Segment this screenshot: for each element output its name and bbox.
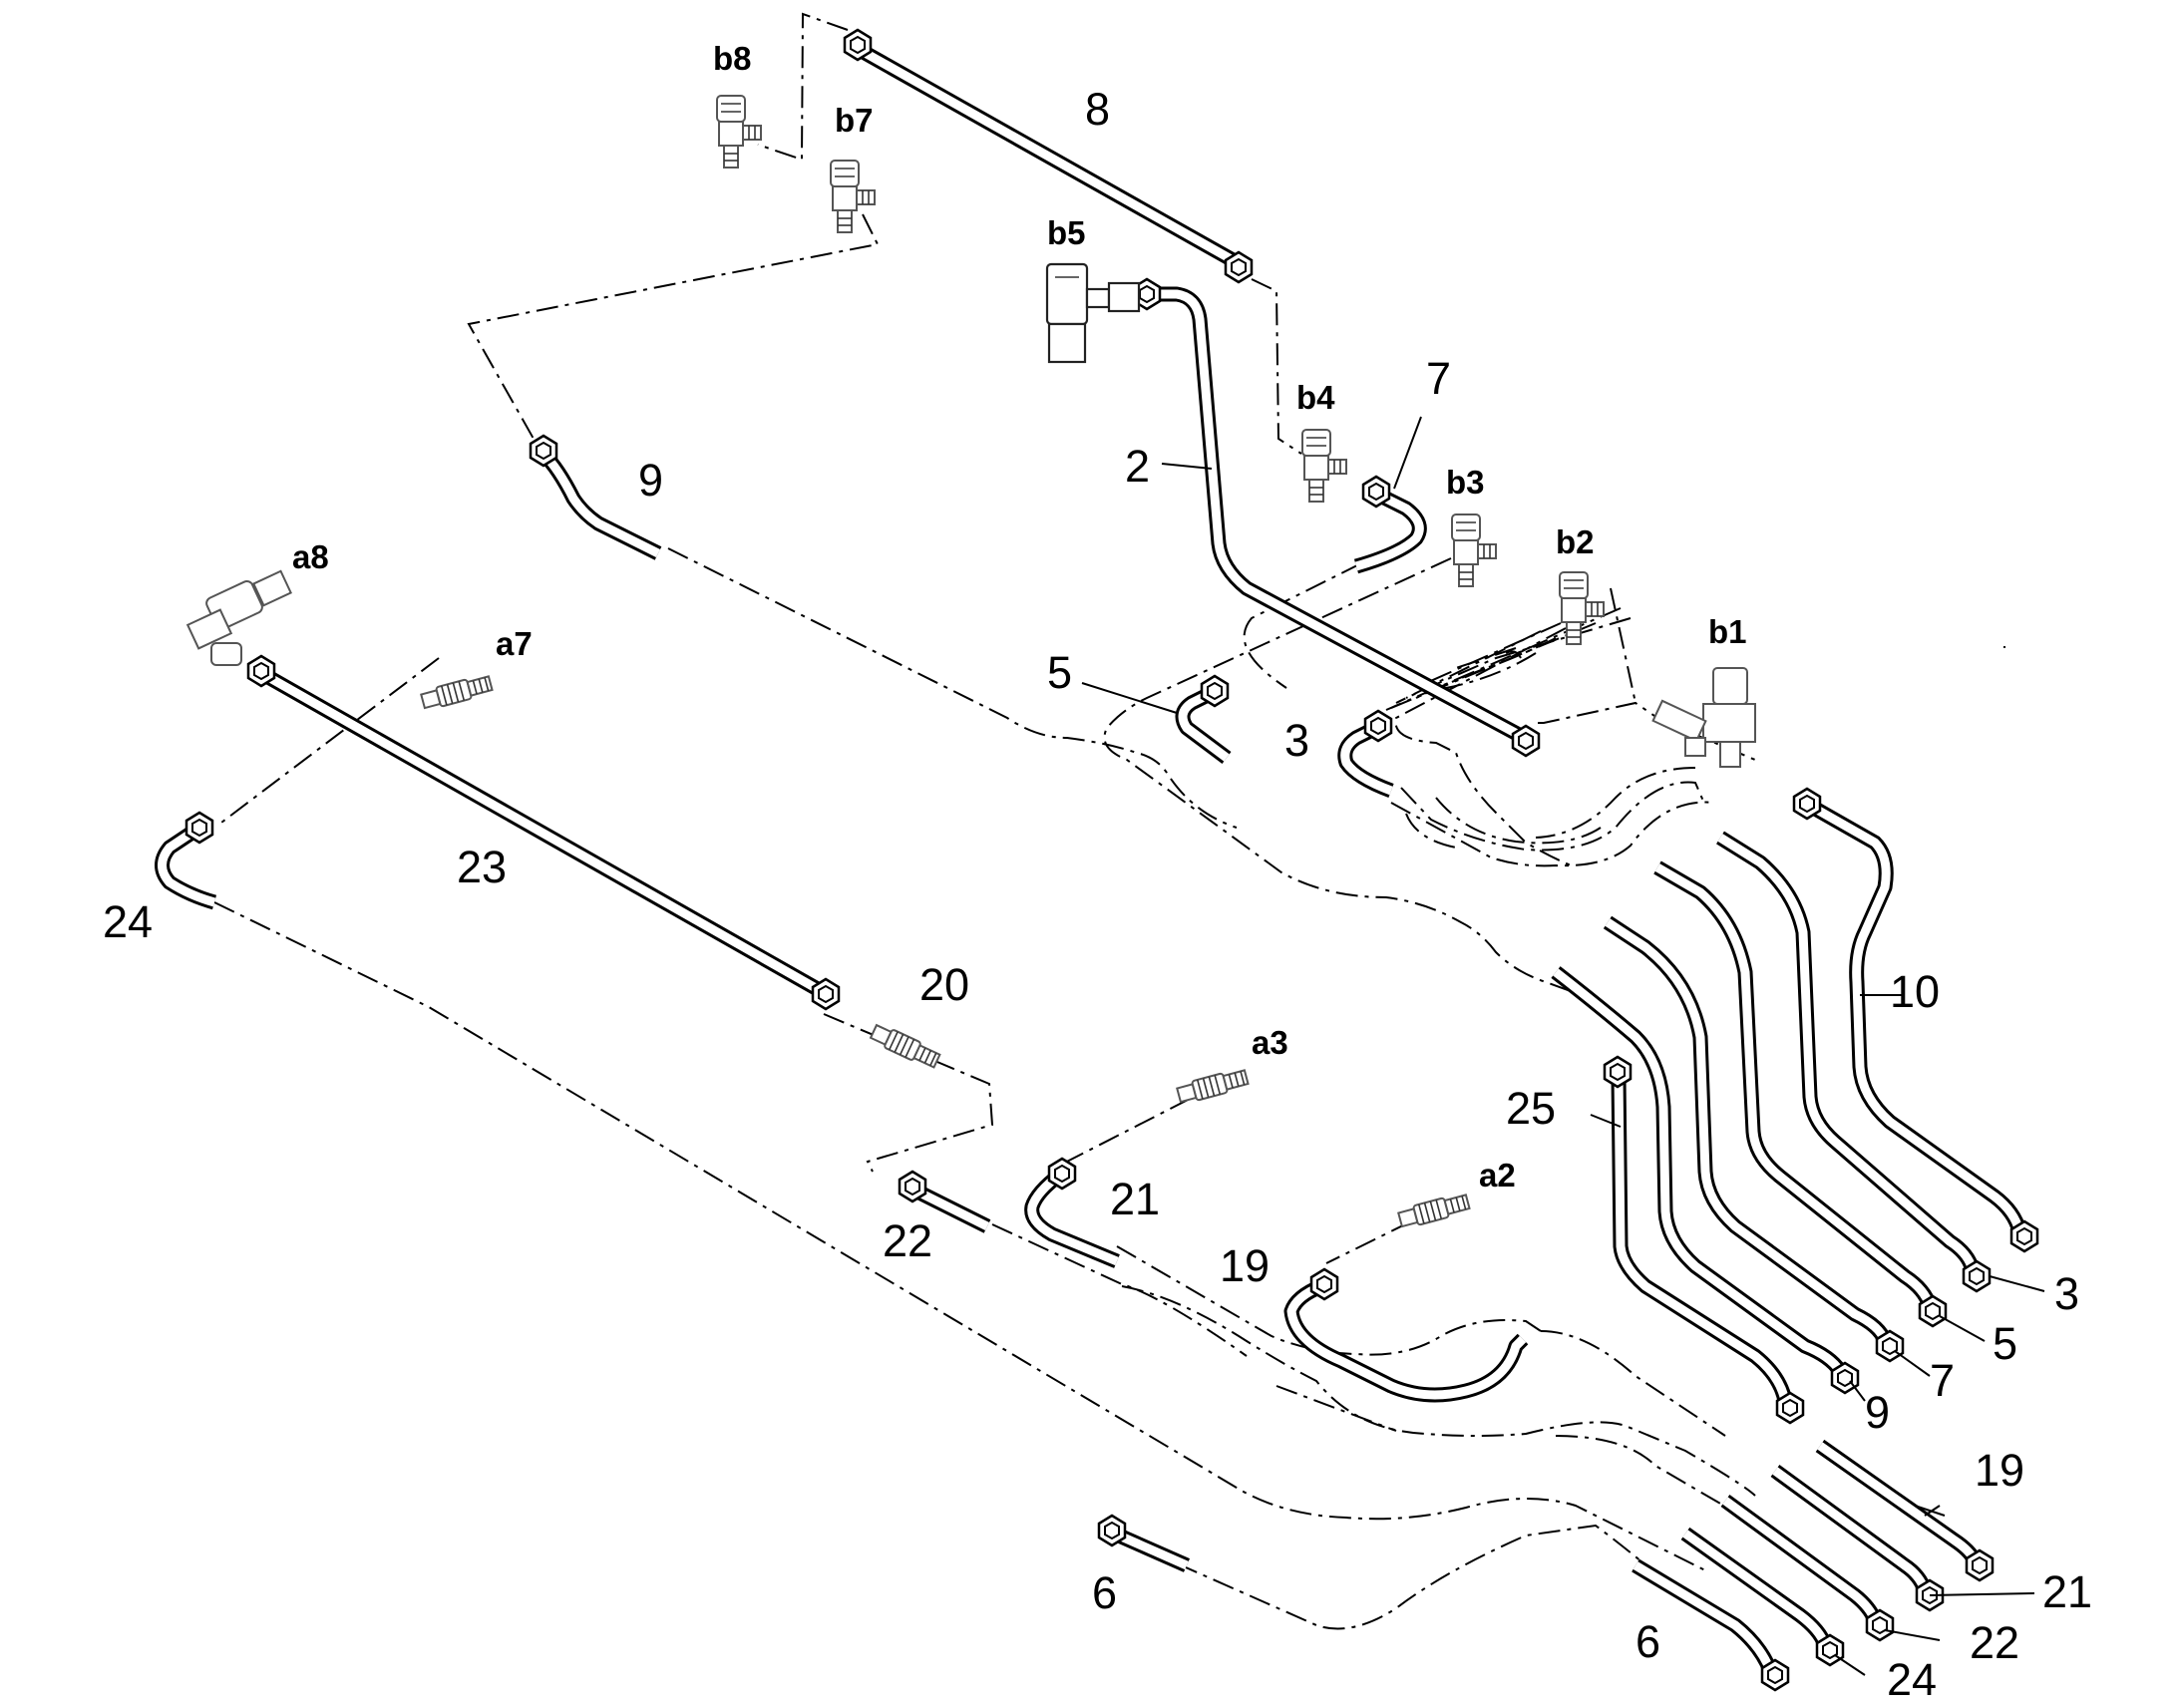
label-fitting-a3: a3 xyxy=(1252,1024,1288,1061)
label-part-24-right: 24 xyxy=(1887,1654,1937,1705)
nut-icon xyxy=(1875,1329,1905,1363)
pipe-3-right xyxy=(1716,831,1981,1273)
nut-icon xyxy=(811,977,841,1011)
label-fitting-b3: b3 xyxy=(1446,464,1485,501)
pipe-10 xyxy=(1806,799,2027,1234)
nut-icon xyxy=(1047,1157,1077,1191)
nut-icon xyxy=(1865,1608,1895,1642)
pipe-19-left xyxy=(1283,1279,1529,1403)
nut-icon xyxy=(843,28,873,62)
label-part-21-right: 21 xyxy=(2042,1566,2092,1617)
pipe-6-left xyxy=(1115,1529,1191,1572)
nut-icon xyxy=(1603,1055,1633,1089)
nut-icon xyxy=(898,1170,927,1203)
label-fitting-b4: b4 xyxy=(1296,379,1335,416)
pipe-8 xyxy=(856,43,1239,268)
pipe-5-right xyxy=(1653,860,1938,1309)
pipe-24-left xyxy=(155,821,217,910)
fitting-a8-icon xyxy=(185,569,292,666)
pipe-3-top xyxy=(1337,721,1394,799)
nut-icon xyxy=(184,811,214,845)
nut-icon xyxy=(1918,1294,1948,1328)
label-fitting-b7: b7 xyxy=(835,102,874,139)
fitting-reference-labels: b8 b7 b5 b4 b3 b2 b1 a8 a7 a3 a2 xyxy=(292,40,1747,1194)
nut-icon xyxy=(1363,709,1393,743)
label-part-22-right: 22 xyxy=(1970,1617,2019,1668)
nut-icon xyxy=(1361,475,1391,509)
label-fitting-a2: a2 xyxy=(1479,1157,1516,1194)
nut-icon xyxy=(1511,724,1541,758)
assembly-lines xyxy=(213,12,2005,1630)
nut-icon xyxy=(1200,674,1230,708)
label-part-8: 8 xyxy=(1085,84,1110,135)
label-fitting-b5: b5 xyxy=(1047,214,1086,251)
pipe-21-right xyxy=(1770,1464,1933,1593)
fitting-b7-icon xyxy=(830,160,876,233)
leader-lines xyxy=(1081,416,2045,1676)
label-part-6-right: 6 xyxy=(1635,1616,1660,1667)
label-part-22-left: 22 xyxy=(883,1215,932,1266)
nut-icon xyxy=(1309,1267,1339,1301)
nut-icon xyxy=(1965,1548,1995,1582)
fitting-b2-icon xyxy=(1559,571,1605,645)
label-part-19-left: 19 xyxy=(1220,1240,1270,1291)
fitting-b4-icon xyxy=(1301,429,1347,503)
pipe-2 xyxy=(1147,286,1525,743)
part-number-labels: 8 2 7 9 5 3 10 23 24 20 25 21 22 19 3 5 … xyxy=(103,84,2092,1705)
fitting-b1-icon xyxy=(1651,667,1756,768)
label-part-20: 20 xyxy=(919,959,969,1010)
nut-icon xyxy=(1775,1391,1805,1425)
nut-icon xyxy=(1097,1514,1127,1547)
label-part-5-top: 5 xyxy=(1047,647,1072,698)
label-fitting-b8: b8 xyxy=(713,40,752,77)
pipe-21-left xyxy=(1024,1168,1120,1268)
pipe-7-top xyxy=(1353,487,1427,574)
label-part-6-left: 6 xyxy=(1092,1567,1117,1618)
pipe-7-right xyxy=(1603,915,1893,1344)
nut-icon xyxy=(246,654,276,688)
pipe-22-left xyxy=(913,1185,991,1233)
pipe-25 xyxy=(1611,1076,1793,1403)
nut-icon xyxy=(1760,1658,1790,1692)
fitting-20-icon xyxy=(868,1021,942,1072)
nut-icon xyxy=(529,434,558,468)
pipe-19-right xyxy=(1815,1439,1982,1564)
nut-icon xyxy=(1815,1633,1845,1667)
label-part-7-right: 7 xyxy=(1930,1355,1955,1406)
label-part-9-top: 9 xyxy=(638,455,663,506)
label-part-9-right: 9 xyxy=(1865,1387,1890,1438)
label-part-23: 23 xyxy=(457,842,507,892)
label-part-21-left: 21 xyxy=(1110,1174,1160,1224)
pipe-9-right xyxy=(1551,966,1847,1376)
label-part-5-right: 5 xyxy=(1993,1318,2017,1369)
fitting-b5-icon xyxy=(1045,262,1141,364)
pipe-5-top xyxy=(1175,686,1232,764)
fitting-a2-icon xyxy=(1396,1191,1472,1230)
label-part-7-top: 7 xyxy=(1426,353,1451,404)
label-fitting-b1: b1 xyxy=(1708,613,1747,650)
fitting-a7-icon xyxy=(419,672,495,712)
nut-icon xyxy=(1792,787,1822,821)
nut-icon xyxy=(1830,1361,1860,1395)
label-part-10: 10 xyxy=(1890,966,1940,1017)
label-fitting-b2: b2 xyxy=(1556,523,1595,560)
label-part-25: 25 xyxy=(1506,1083,1556,1134)
fitting-b3-icon xyxy=(1451,513,1497,587)
fitting-a3-icon xyxy=(1175,1066,1251,1106)
label-part-24-left: 24 xyxy=(103,896,153,947)
pipe-9-top xyxy=(538,448,662,560)
label-part-19-right: 19 xyxy=(1975,1445,2024,1496)
label-part-3-top: 3 xyxy=(1284,715,1309,766)
label-fitting-a7: a7 xyxy=(496,625,533,662)
label-part-3-right: 3 xyxy=(2054,1268,2079,1319)
label-fitting-a8: a8 xyxy=(292,538,329,575)
fittings xyxy=(185,95,1756,1230)
nut-icon xyxy=(2009,1219,2039,1253)
label-part-2: 2 xyxy=(1125,441,1150,492)
fitting-b8-icon xyxy=(716,95,762,169)
nut-icon xyxy=(1962,1259,1992,1293)
nut-icon xyxy=(1224,250,1254,284)
pipe-23 xyxy=(257,666,827,999)
